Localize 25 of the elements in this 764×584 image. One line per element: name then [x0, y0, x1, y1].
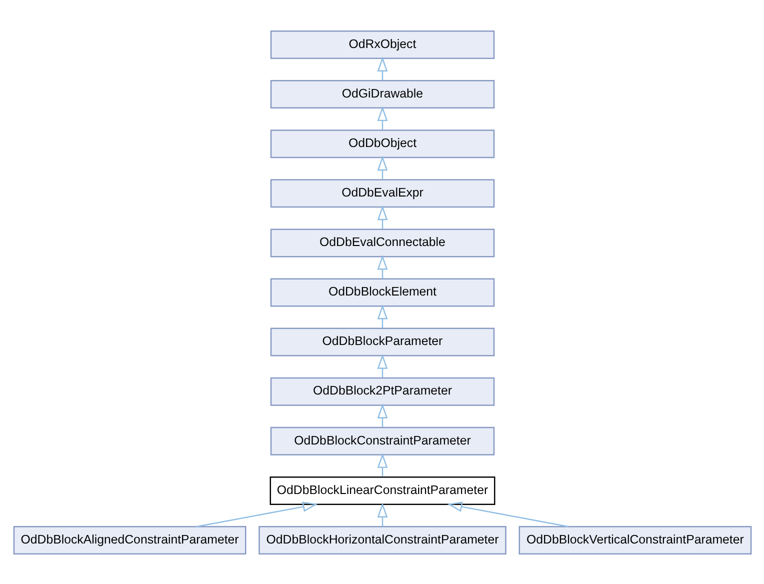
node-box: OdDbBlockConstraintParameter [270, 426, 494, 455]
node-box: OdDbEvalConnectable [270, 228, 494, 257]
node-box: OdDbObject [270, 129, 494, 158]
arrow [376, 403, 388, 427]
node-box: OdDbBlockParameter [270, 327, 494, 356]
node-box: OdRxObject [270, 30, 494, 58]
node-box: OdGiDrawable [270, 80, 494, 108]
node-box: OdDbBlockElement [270, 278, 494, 306]
node-box: OdDbBlockVerticalConstraintParameter [518, 526, 752, 554]
node-box: OdDbBlockAlignedConstraintParameter [12, 526, 246, 554]
arrow [376, 155, 388, 179]
arrow [376, 452, 388, 476]
node-box: OdDbBlock2PtParameter [270, 376, 494, 406]
arrow [446, 501, 568, 527]
arrow [376, 204, 388, 228]
arrow [376, 56, 388, 80]
arrow [376, 254, 388, 278]
arrow [376, 502, 388, 526]
arrow [376, 106, 388, 130]
node-box: OdDbBlockLinearConstraintParameter [269, 476, 495, 504]
arrow [376, 304, 388, 328]
node-box: OdDbBlockHorizontalConstraintParameter [258, 526, 506, 554]
node-box: OdDbEvalExpr [270, 178, 494, 208]
arrow [196, 501, 318, 527]
arrow [376, 353, 388, 377]
